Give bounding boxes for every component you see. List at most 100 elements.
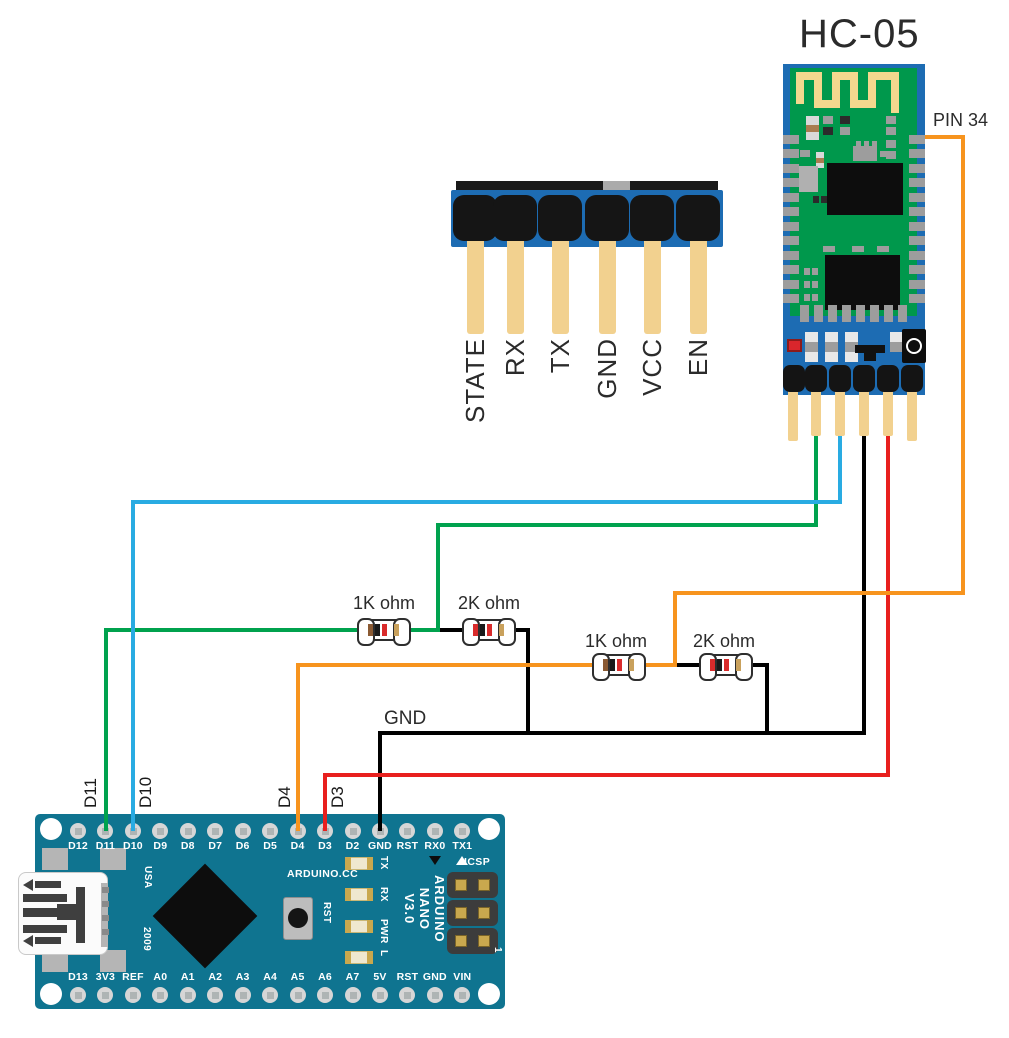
smd-pad (813, 196, 819, 203)
arduino-pin-label-d8-top: D8 (180, 840, 195, 852)
header-socket (493, 195, 537, 241)
hc05-edge-pad (783, 178, 799, 188)
smd-pad (890, 332, 903, 342)
wire-label-d11: D11 (81, 778, 131, 808)
reset-button-cap-icon (906, 338, 922, 354)
arduino-pin-gnd-bottom-hole (431, 992, 439, 999)
smd-pad (805, 352, 818, 362)
wire-label-d3: D3 (328, 786, 370, 808)
arduino-pin-label-gnd-top: GND (367, 840, 392, 852)
rx0-marker-icon (429, 856, 441, 865)
arduino-pin-d8-top-hole (184, 828, 192, 835)
hc05-edge-pad (783, 221, 799, 231)
smd-pad (840, 116, 850, 124)
hc05-module (783, 64, 926, 444)
icsp-gold-pin (455, 907, 467, 919)
hc05-edge-pad (909, 221, 925, 231)
arduino-pin-label-d12-top: D12 (68, 840, 88, 852)
resistor-band (480, 624, 485, 636)
usb-glyph-arrow-icon (23, 879, 33, 891)
antenna-trace (796, 72, 899, 113)
hc05-bottom-pad (828, 305, 837, 322)
smd-crystal-stub (864, 353, 876, 361)
status-led (787, 339, 802, 352)
bluetooth-chip (827, 163, 903, 215)
smd-pad (812, 281, 818, 288)
smd-pad (825, 332, 838, 342)
arduino-pin-label-d11-top: D11 (95, 840, 116, 852)
resistor-2k-1 (462, 618, 516, 646)
arduino-pin-label-d7-top: D7 (208, 840, 223, 852)
usb-solder-pad (42, 950, 68, 972)
header-gray-tab (603, 181, 630, 192)
hc05-edge-pad (783, 149, 799, 159)
hc05-bottom-pad (856, 305, 865, 322)
arduino-pin-label-rst-top: RST (396, 840, 419, 852)
hc05-bottom-pad (842, 305, 851, 322)
arduino-pin-label-rst-bottom: RST (396, 971, 419, 983)
arduino-pin-label-d5-top: D5 (263, 840, 278, 852)
hc05-title: HC-05 (799, 12, 920, 56)
hc05-edge-pad (783, 293, 799, 303)
hc05-bottom-pad (814, 305, 823, 322)
hc05-bottom-pad (800, 305, 809, 322)
hc05-pin-socket (877, 365, 899, 392)
wire-label-d10-text: D10 (136, 776, 155, 808)
hc05-pin (811, 389, 821, 436)
wire-label-d3-text: D3 (328, 786, 347, 808)
smd-ic (853, 146, 877, 161)
resistor-label-2k-1: 2K ohm (458, 593, 521, 613)
resistor-band (710, 659, 715, 671)
resistor-band (394, 624, 399, 636)
arduino-pin-d6-top-hole (239, 828, 247, 835)
reset-button-cap-icon (288, 908, 308, 928)
smd-pad (840, 127, 850, 135)
smd-pad (886, 116, 896, 124)
icsp-row (447, 928, 498, 954)
hc05-pin-socket (829, 365, 851, 392)
brand-url-text: ARDUINO.CC (287, 868, 359, 880)
hc05-pin-socket (901, 365, 923, 392)
wire-gnd-black (378, 434, 866, 831)
arduino-pin-rx0-top-hole (431, 828, 439, 835)
arduino-pin-label-a1-bottom: A1 (180, 971, 195, 983)
resistor-band (717, 659, 722, 671)
smd-crystal (855, 345, 885, 353)
arduino-pin-gnd-top-hole (376, 828, 384, 835)
smd-pad (825, 352, 838, 362)
smd-component (799, 166, 818, 192)
usb-glyph-head (57, 904, 77, 920)
arduino-pin-d11-top-hole (102, 828, 110, 835)
hc05-pin-socket (853, 365, 875, 392)
smd-ic-leg (864, 141, 869, 146)
resistor-band (610, 659, 615, 671)
usb-solder-pad (42, 848, 68, 870)
led-l (345, 951, 373, 964)
smd-resistor-band (816, 158, 824, 163)
hc05-bottom-pad (898, 305, 907, 322)
smd-ic-leg (856, 141, 861, 146)
usb-glyph-bar (23, 894, 67, 902)
gnd-wire-label: GND (384, 708, 427, 729)
arduino-pin-label-ref-bottom: REF (122, 971, 144, 983)
smd-pad (890, 342, 903, 352)
arduino-pin-tx1-top-hole (459, 828, 467, 835)
icsp-gold-pin (478, 879, 490, 891)
wire-pin34-d4-orange (296, 135, 965, 831)
mounting-hole (40, 818, 62, 840)
resistor-label-1k-1: 1K ohm (353, 593, 416, 613)
arduino-pin-label-rx0-top: RX0 (424, 840, 446, 852)
arduino-pin-a3-bottom-hole (239, 992, 247, 999)
usb-glyph-bar (23, 908, 57, 917)
arduino-pin-label-a5-bottom: A5 (290, 971, 305, 983)
smd-pad (877, 246, 889, 252)
wire-label-d11-text: D11 (81, 778, 100, 808)
smd-pad (823, 246, 835, 252)
hc05-edge-pad (783, 192, 799, 202)
hc05-pin (859, 389, 869, 436)
usb-contact (102, 887, 109, 893)
usb-glyph-vbar (76, 887, 85, 943)
hc05-edge-pad (909, 163, 925, 173)
